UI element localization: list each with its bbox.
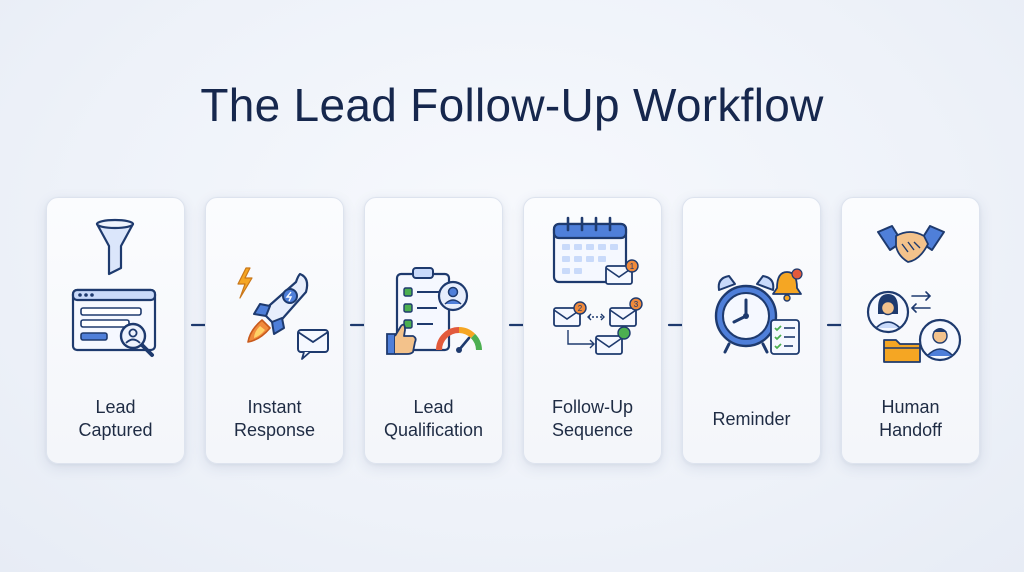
svg-text:3: 3 <box>634 300 639 309</box>
page-title: The Lead Follow-Up Workflow <box>200 79 824 131</box>
funnel-browser-icon <box>55 212 176 372</box>
step-card-reminder: Reminder <box>682 197 821 464</box>
calendar-emails-icon: 1 2 3 <box>532 212 653 372</box>
workflow-steps: Lead Captured <box>46 197 980 464</box>
svg-text:1: 1 <box>630 262 635 271</box>
step-label: Lead Captured <box>78 397 153 440</box>
step-card-instant-response: Instant Response <box>205 197 344 464</box>
checklist-gauge-icon <box>373 212 494 372</box>
step-label: Lead Qualification <box>383 397 484 440</box>
alarm-clock-icon <box>691 212 812 372</box>
svg-text:2: 2 <box>578 304 583 313</box>
step-label: Instant Response <box>233 397 316 440</box>
step-card-follow-up-sequence: 1 2 3 Fo <box>523 197 662 464</box>
handshake-icon <box>850 212 971 372</box>
step-card-lead-qualification: Lead Qualification <box>364 197 503 464</box>
step-card-lead-captured: Lead Captured <box>46 197 185 464</box>
rocket-icon <box>214 212 335 372</box>
step-label: Reminder <box>712 409 791 429</box>
step-label: Follow-Up Sequence <box>551 397 634 440</box>
step-card-human-handoff: Human Handoff <box>841 197 980 464</box>
step-label: Human Handoff <box>879 397 942 440</box>
